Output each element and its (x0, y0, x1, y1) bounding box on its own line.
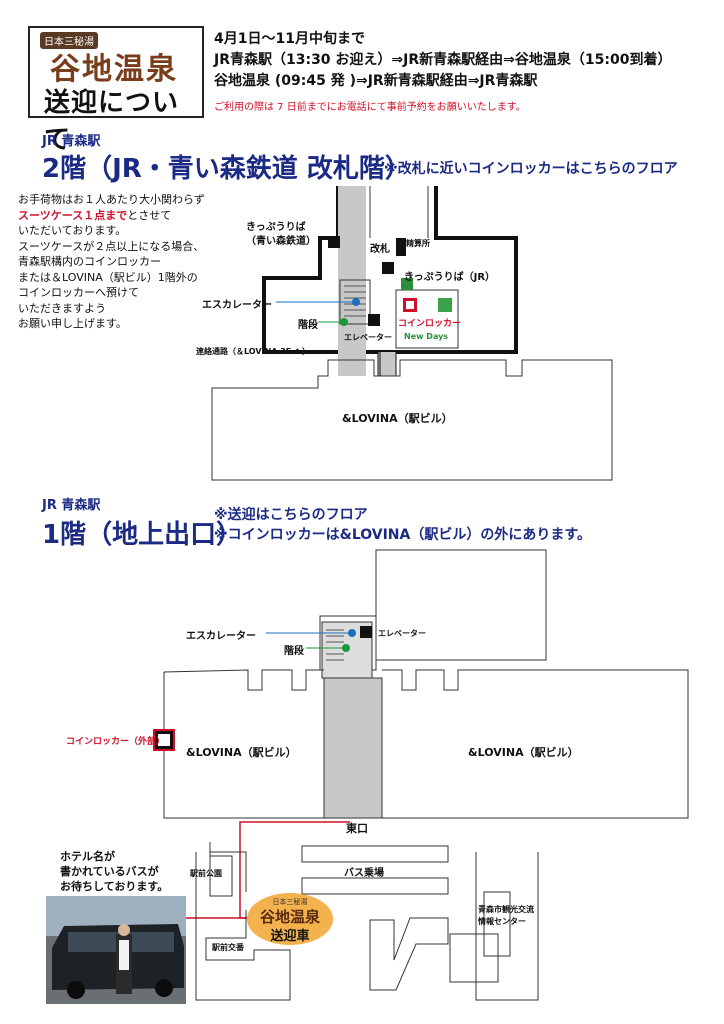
bus-stop-label: バス乗場 (344, 868, 384, 879)
logo-small-text: 日本三秘湯 (40, 32, 98, 49)
ticket-jr-label: きっぷうりば（JR） (404, 272, 496, 283)
floor1-stairs-marker (342, 644, 350, 652)
tourist-center-label: 青森市観光交流 (478, 905, 534, 914)
floor1-building-left-label: &LOVINA（駅ビル） (186, 746, 297, 759)
floor1-elevator-label: エレベーター (378, 629, 426, 638)
fare-adjust-icon (396, 238, 406, 256)
bus-caption-line: 書かれているバスが (60, 865, 159, 878)
luggage-line: スーツケースが２点以上になる場合、 (18, 239, 205, 253)
luggage-line: いただいております。 (18, 224, 127, 237)
elevator-icon (360, 626, 372, 638)
floor2-escalator-label: エスカレーター (202, 300, 272, 311)
ticket-aoimori-sublabel: （青い森鉄道） (246, 236, 316, 247)
floor2-building-label: &LOVINA（駅ビル） (342, 412, 453, 425)
floor2-stairs-marker (340, 318, 348, 326)
floor2-elevator-label: エレベーター (344, 333, 392, 342)
floor2-stairs-label: 階段 (298, 320, 318, 331)
floor1-upper-block (375, 549, 547, 661)
info-icon (438, 298, 452, 312)
luggage-line-suitcase: スーツケース１点までとさせて (18, 208, 258, 224)
floor1-building-right-label: &LOVINA（駅ビル） (468, 746, 579, 759)
connecting-passage (378, 352, 396, 376)
schedule-period: 4月1日〜11月中旬まで (214, 31, 365, 47)
schedule-return: 谷地温泉 (09:45 発 )⇒JR新青森駅経由⇒JR青森駅 (214, 73, 538, 89)
tourist-center-label-2: 情報センター (478, 917, 526, 926)
floor1-note-pickup: ※送迎はこちらのフロア (214, 507, 368, 523)
luggage-line-tail: とさせて (127, 208, 172, 222)
badge-subtitle: 送迎車 (270, 929, 310, 944)
luggage-line: いただきますよう (18, 301, 106, 315)
floor2-title: 2階（JR・青い森鉄道 改札階） (42, 154, 411, 184)
floor2-escalator-marker (352, 298, 360, 306)
badge-small-text: 日本三秘湯 (272, 898, 308, 906)
gate-label: 改札 (370, 244, 390, 255)
koban-label: 駅前交番 (212, 943, 244, 952)
floor2-locker-label: コインロッカー (398, 319, 462, 329)
badge-title: 谷地温泉 (259, 908, 320, 926)
luggage-notice: お手荷物はお１人あたり大小関わらず スーツケース１点までとさせて いただいており… (18, 192, 258, 332)
newdays-label: New Days (404, 332, 449, 341)
ticket-machine-icon (328, 236, 340, 248)
passage-label: 連絡通路（＆LOVINA 3F へ） (196, 347, 311, 356)
suitcase-limit: スーツケース１点まで (18, 208, 128, 222)
tourist-center-building (483, 891, 511, 957)
fare-adjust-label: 精算所 (406, 239, 430, 248)
logo-title: 谷地温泉 (50, 52, 178, 87)
floor1-title: 1階（地上出口） (42, 520, 243, 550)
luggage-line: お願い申し上げます。 (18, 317, 127, 330)
shuttle-badge: 日本三秘湯 谷地温泉 送迎車 (247, 893, 333, 945)
floor2-building-outline (211, 359, 613, 481)
bus-caption-line: ホテル名が (60, 850, 115, 863)
floor1-corridor (323, 677, 383, 819)
floor2-concourse (338, 186, 366, 376)
bus-stop-island (301, 845, 449, 863)
reservation-note: ご利用の際は 7 日前までにお電話にて事前予約をお願いいたします。 (214, 102, 526, 113)
floor1-building-outline (163, 669, 689, 819)
ticket-machine-icon (382, 262, 394, 274)
sign-icon (401, 278, 413, 290)
luggage-line: コインロッカーへ預けて (18, 286, 139, 299)
floor1-station-label: JR 青森駅 (42, 498, 101, 513)
outside-locker-label: コインロッカー（外部） (66, 737, 166, 747)
shuttle-bus-photo (46, 896, 186, 1004)
logo-box: 日本三秘湯 谷地温泉 送迎について (28, 26, 204, 155)
ticket-aoimori-label: きっぷうりば (246, 222, 306, 233)
floor1-note-locker: ※コインロッカーは&LOVINA（駅ビル）の外にあります。 (214, 527, 591, 543)
schedule-outbound: JR青森駅（13:30 お迎え）⇒JR新青森駅経由⇒谷地温泉（15:00到着） (214, 52, 672, 68)
floor1-escalator-marker (348, 629, 356, 637)
bus-caption-line: お待ちしております。 (60, 880, 169, 893)
luggage-line: 青森駅構内のコインロッカー (18, 255, 161, 268)
luggage-line: または＆LOVINA（駅ビル）1階外の (18, 270, 198, 284)
park-label: 駅前公園 (190, 869, 222, 878)
luggage-line: お手荷物はお１人あたり大小関わらず (18, 193, 205, 206)
floor2-station-label: JR 青森駅 (42, 134, 101, 149)
east-exit-label: 東口 (346, 822, 368, 835)
floor1-escalator-label: エスカレーター (186, 631, 256, 642)
floor1-stairs-label: 階段 (284, 646, 304, 657)
floor2-note: ※改札に近いコインロッカーはこちらのフロア (384, 161, 678, 177)
logo-subtitle: 送迎について (44, 88, 180, 155)
elevator-icon (368, 314, 380, 326)
